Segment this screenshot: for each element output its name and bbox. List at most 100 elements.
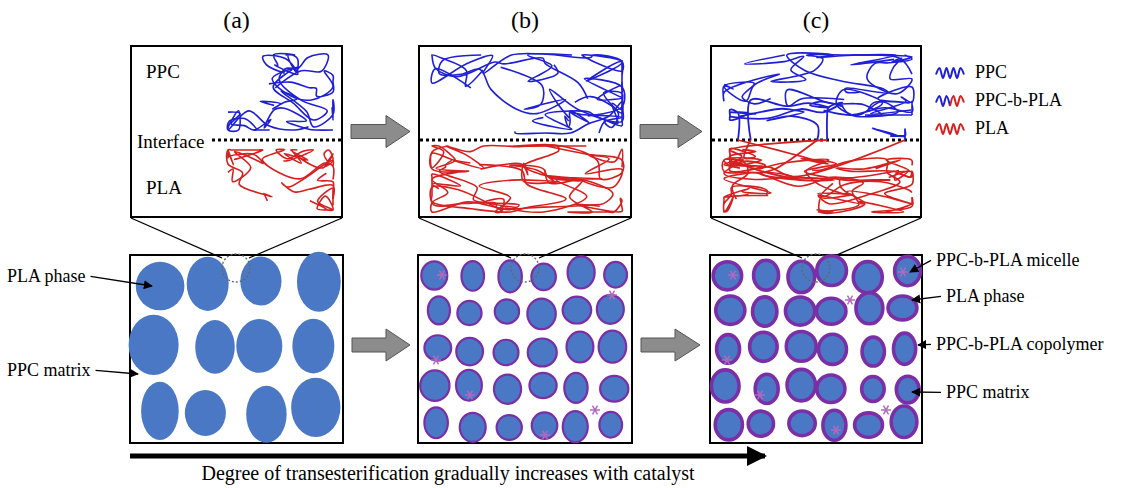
polymer-chain	[515, 89, 623, 134]
pla-domain	[855, 413, 883, 437]
pla-domain	[563, 297, 592, 324]
legend-swatch	[936, 96, 950, 106]
callout-label: PLA phase	[945, 286, 1026, 307]
pla-domain	[428, 296, 450, 324]
polymer-chain	[556, 55, 623, 90]
micelle-symbol	[607, 291, 617, 300]
pla-domain	[456, 338, 483, 365]
copolymer-chain	[729, 140, 905, 177]
pla-domain	[136, 262, 185, 310]
pla-domain	[297, 252, 341, 312]
polymer-chain	[310, 188, 334, 210]
pla-domain	[527, 299, 555, 330]
pla-domain	[187, 257, 229, 311]
micelle-symbol	[755, 391, 765, 400]
leader-arrow	[910, 260, 931, 272]
pla-domain	[819, 334, 847, 364]
pla-domain	[195, 320, 235, 374]
interface-line	[420, 139, 630, 142]
legend-text: PPC	[975, 62, 1007, 83]
pla-domain	[457, 301, 481, 325]
pla-domain	[567, 332, 594, 363]
pla-domain	[461, 261, 484, 291]
pla-domain	[456, 370, 482, 401]
pla-domain	[291, 378, 340, 437]
pla-domain	[563, 411, 588, 442]
zoom-circle	[802, 254, 830, 282]
pla-domain	[568, 256, 595, 288]
panel-label: (b)	[511, 7, 539, 35]
pla-domain	[895, 256, 921, 285]
callout-label: PPC matrix	[945, 382, 1031, 403]
pla-domain	[528, 338, 557, 366]
pla-domain	[862, 337, 884, 366]
pla-domain	[599, 412, 622, 438]
polymer-chain	[432, 55, 588, 99]
pla-domain	[787, 369, 815, 400]
pla-domain	[604, 262, 627, 288]
pla-domain	[246, 386, 286, 443]
pla-domain	[292, 319, 334, 374]
pla-domain	[495, 299, 519, 323]
micelle-symbol	[728, 271, 738, 280]
legend-swatch	[936, 68, 964, 78]
pla-domain	[494, 375, 521, 404]
polymer-chain	[584, 78, 624, 115]
zoom-circle	[511, 254, 539, 282]
zoom-box: (c)	[710, 45, 922, 218]
pla-domain	[715, 410, 742, 440]
pla-domain	[420, 370, 449, 400]
micelle-symbol	[722, 356, 732, 365]
zoom-box: (a)PPCInterfacePLA	[130, 45, 343, 218]
legend-text: PLA	[975, 118, 1009, 139]
polymer-chain	[759, 159, 864, 212]
polymer-chain	[446, 145, 624, 180]
legend-swatch	[936, 124, 964, 134]
micelle-symbol	[590, 406, 600, 415]
copolymer-chain	[738, 140, 890, 181]
micelle-symbol	[431, 356, 441, 365]
pla-domain	[754, 260, 779, 290]
pla-domain	[498, 260, 521, 292]
pla-domain	[236, 319, 282, 373]
progress-arrow	[130, 454, 765, 459]
pla-domain	[750, 332, 778, 361]
polymer-chain	[282, 161, 334, 199]
micelle-symbol	[831, 426, 841, 435]
pla-domain	[753, 297, 777, 326]
micelle-symbol	[898, 268, 908, 277]
pla-domain	[531, 264, 555, 290]
polymer-chain	[228, 150, 263, 182]
pla-domain	[853, 262, 882, 293]
polymer-chain	[269, 67, 334, 100]
callout-label: PLA phase	[6, 266, 87, 287]
pla-domain	[421, 261, 447, 289]
pla-domain	[896, 376, 919, 403]
pla-domain	[789, 411, 815, 436]
legend-text: PPC-b-PLA	[975, 90, 1062, 111]
pla-domain	[785, 297, 814, 325]
pla-domain	[497, 415, 522, 440]
morphology-box	[710, 255, 922, 443]
micelle-symbol	[881, 406, 891, 415]
copolymer-chain	[873, 128, 906, 140]
polymer-chain	[819, 171, 913, 213]
leader-arrow	[912, 296, 941, 300]
polymer-chain	[227, 150, 272, 201]
polymer-chain	[818, 183, 913, 212]
callout-label: PPC-b-PLA copolymer	[935, 334, 1105, 355]
pla-domain	[529, 373, 556, 398]
pla-domain	[711, 370, 739, 402]
panel-label: (a)	[223, 7, 250, 35]
pla-domain	[893, 333, 915, 364]
leader-arrow	[918, 344, 931, 346]
callout-label: PPC-b-PLA micelle	[935, 250, 1081, 271]
pla-domain	[713, 262, 741, 290]
legend-swatch	[950, 96, 964, 106]
pla-domain	[755, 374, 778, 403]
morphology-box	[418, 255, 632, 443]
pla-domain	[788, 261, 815, 292]
pla-domain	[716, 296, 745, 324]
block-arrow	[351, 116, 410, 148]
pla-domain	[424, 407, 447, 438]
